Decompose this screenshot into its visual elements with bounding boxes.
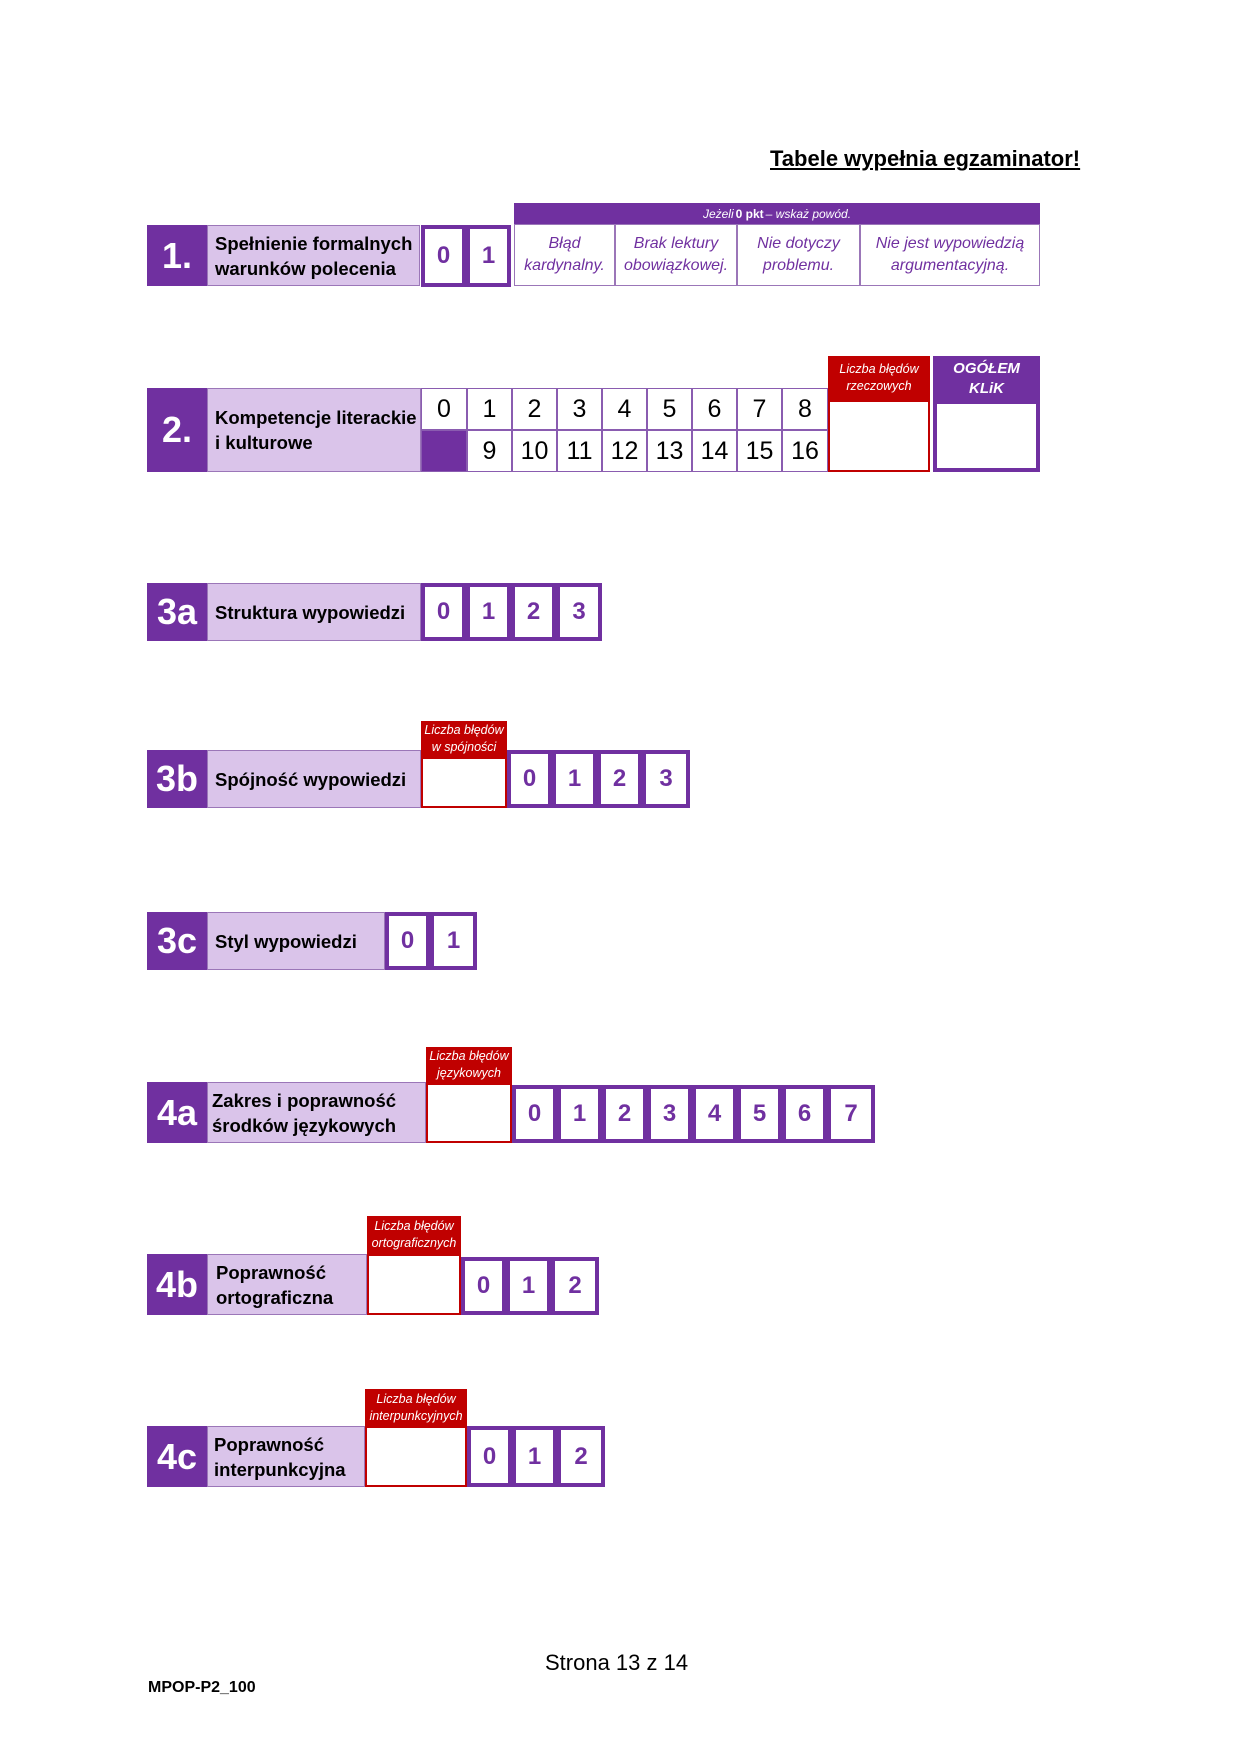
score-cell[interactable]: 9 [467,430,512,472]
criterion-label: Poprawność ortograficzna [207,1254,367,1315]
score-box[interactable]: 3 [642,750,690,808]
score-box[interactable]: 2 [597,750,642,808]
score-box[interactable]: 0 [461,1257,506,1315]
score-box[interactable]: 3 [647,1085,692,1143]
zero-reason-header-pre: Jeżeli [702,206,734,221]
score-cell-blank [421,430,467,472]
score-box[interactable]: 1 [512,1426,557,1487]
criterion-number: 3b [147,750,207,808]
criterion-number: 1. [147,225,207,286]
criterion-label: Kompetencje literackie i kulturowe [207,388,421,472]
zero-reason-header-bold: 0 pkt [735,206,764,221]
error-count-label: Liczba błędów rzeczowych [828,356,930,400]
error-count-input[interactable] [421,757,507,808]
error-count-input[interactable] [426,1083,512,1143]
criterion-number: 4a [147,1082,207,1143]
score-cell[interactable]: 11 [557,430,602,472]
score-box[interactable]: 2 [511,583,556,641]
score-box[interactable]: 3 [556,583,602,641]
score-cell[interactable]: 13 [647,430,692,472]
score-cell[interactable]: 6 [692,388,737,430]
zero-reason-option[interactable]: Nie jest wypowiedzią argumentacyjną. [860,224,1040,286]
criterion-number: 2. [147,388,207,472]
score-box[interactable]: 2 [557,1426,605,1487]
score-box[interactable]: 1 [506,1257,551,1315]
error-count-label: Liczba błędów interpunkcyjnych [365,1389,467,1426]
score-cell[interactable]: 10 [512,430,557,472]
score-cell[interactable]: 2 [512,388,557,430]
error-count-label: Liczba błędów w spójności [421,721,507,757]
score-cell[interactable]: 0 [421,388,467,430]
error-count-input[interactable] [828,400,930,472]
score-box[interactable]: 2 [602,1085,647,1143]
score-box[interactable]: 0 [467,1426,512,1487]
score-box[interactable]: 5 [737,1085,782,1143]
document-code: MPOP-P2_100 [148,1679,256,1696]
score-cell[interactable]: 4 [602,388,647,430]
score-cell[interactable]: 8 [782,388,828,430]
score-box[interactable]: 2 [551,1257,599,1315]
score-box[interactable]: 0 [421,225,466,287]
criterion-label: Poprawność interpunkcyjna [207,1426,365,1487]
zero-reason-option[interactable]: Błąd kardynalny. [514,224,615,286]
score-box[interactable]: 1 [557,1085,602,1143]
score-cell[interactable]: 12 [602,430,647,472]
error-count-input[interactable] [367,1254,461,1315]
score-box[interactable]: 0 [512,1085,557,1143]
examiner-note: Tabele wypełnia egzaminator! [770,146,1081,171]
criterion-label: Spójność wypowiedzi [207,750,421,808]
score-cell[interactable]: 14 [692,430,737,472]
score-box[interactable]: 4 [692,1085,737,1143]
criterion-label: Struktura wypowiedzi [207,583,421,641]
criterion-label: Zakres i poprawność środków językowych [207,1082,426,1143]
criterion-number: 4b [147,1254,207,1315]
criterion-number: 3a [147,583,207,641]
score-cell[interactable]: 7 [737,388,782,430]
zero-reason-option[interactable]: Nie dotyczy problemu. [737,224,860,286]
zero-reason-header-post: – wskaż powód. [765,206,852,221]
score-box[interactable]: 1 [466,583,511,641]
score-box[interactable]: 6 [782,1085,827,1143]
criterion-label: Spełnienie formalnych warunków polecenia [207,225,420,286]
score-box[interactable]: 1 [466,225,511,287]
score-cell[interactable]: 3 [557,388,602,430]
score-box[interactable]: 1 [430,912,477,970]
score-box[interactable]: 1 [552,750,597,808]
error-count-input[interactable] [365,1426,467,1487]
criterion-number: 3c [147,912,207,970]
error-count-label: Liczba błędów językowych [426,1047,512,1083]
error-count-label: Liczba błędów ortograficznych [367,1216,461,1254]
score-cell[interactable]: 5 [647,388,692,430]
score-cell[interactable]: 16 [782,430,828,472]
page-number: Strona 13 z 14 [545,1650,689,1675]
score-box[interactable]: 0 [385,912,430,970]
total-input[interactable] [933,400,1040,472]
criterion-number: 4c [147,1426,207,1487]
score-box[interactable]: 0 [507,750,552,808]
criterion-label: Styl wypowiedzi [207,912,385,970]
zero-reason-option[interactable]: Brak lektury obowiązkowej. [615,224,737,286]
zero-reason-header: Jeżeli 0 pkt – wskaż powód. [514,203,1040,224]
score-cell[interactable]: 15 [737,430,782,472]
score-box[interactable]: 7 [827,1085,875,1143]
total-label: OGÓŁEM KLiK [933,356,1040,402]
score-cell[interactable]: 1 [467,388,512,430]
score-box[interactable]: 0 [421,583,466,641]
